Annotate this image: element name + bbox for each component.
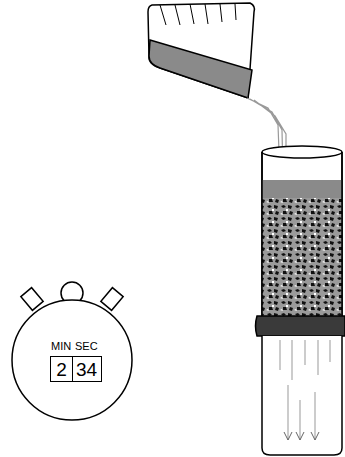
collection-container [262, 336, 342, 455]
time-digits: 2 [56, 360, 67, 379]
stopwatch [12, 282, 132, 420]
beaker [148, 3, 255, 98]
time-digits: 34 [76, 360, 97, 379]
unit-label: SEC [75, 341, 98, 352]
filter-cylinder [256, 146, 345, 336]
display-box: 34 [72, 356, 102, 382]
unit-label: MIN [51, 341, 71, 352]
display-box: 2 [50, 356, 73, 382]
